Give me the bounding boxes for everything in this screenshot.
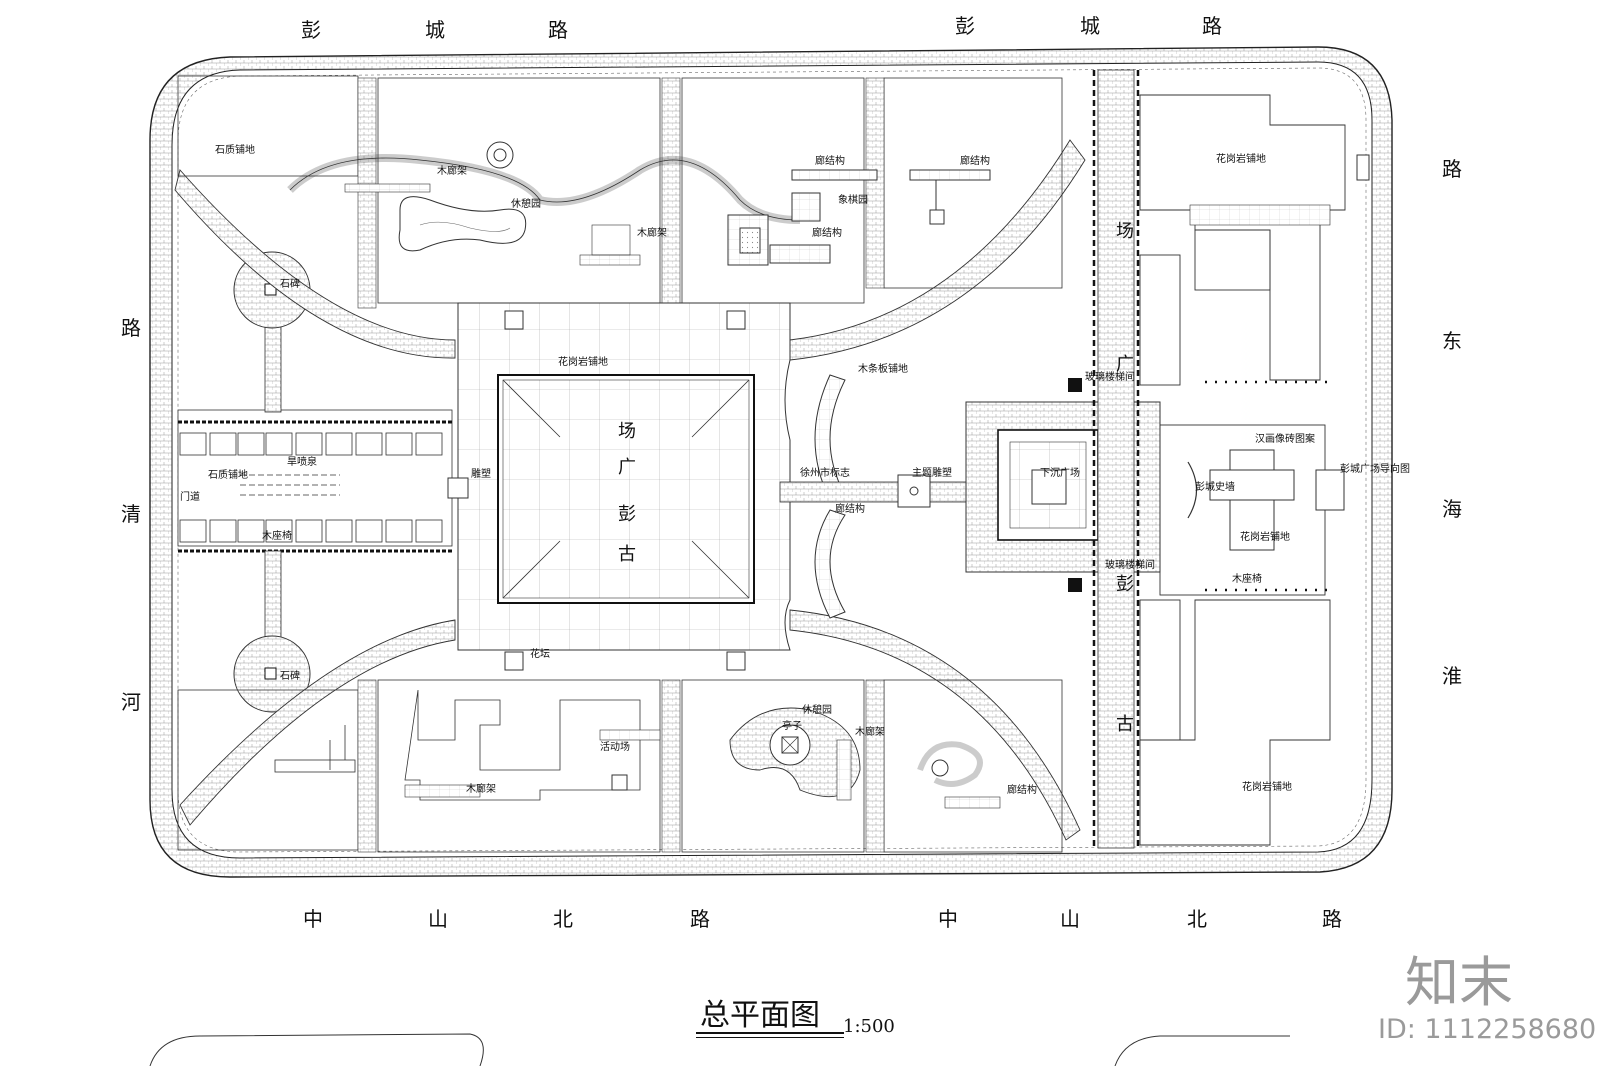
road-south-left-3: 北 xyxy=(553,907,573,931)
label-granite-e1: 花岗岩铺地 xyxy=(1240,530,1290,543)
label-shade-2: 廊结构 xyxy=(960,154,990,167)
label-pavilion: 亭子 xyxy=(782,719,802,732)
drawing-scale: 1:500 xyxy=(843,1016,895,1037)
label-wood-pergola-2: 木廊架 xyxy=(637,226,667,239)
east-char-4: 古 xyxy=(1116,714,1134,735)
label-shade-3: 廊结构 xyxy=(812,226,842,239)
label-granite-ne: 花岗岩铺地 xyxy=(1216,152,1266,165)
title-underline xyxy=(696,1032,844,1034)
road-east-2: 东 xyxy=(1442,329,1462,353)
label-sculpture: 雕塑 xyxy=(471,467,491,480)
road-south-right-4: 路 xyxy=(1322,907,1342,931)
label-shade-5: 廊结构 xyxy=(1007,783,1037,796)
label-stone-tablet-1: 石碑 xyxy=(280,277,300,290)
road-north-left-3: 路 xyxy=(548,18,568,42)
road-south-left-4: 路 xyxy=(690,907,710,931)
label-wood-strip: 木条板铺地 xyxy=(858,362,908,375)
watermark-id: ID: 1112258680 xyxy=(1378,1014,1597,1045)
east-char-2: 广 xyxy=(1116,354,1134,375)
east-char-3: 彭 xyxy=(1116,574,1134,595)
label-glass-stair-1: 玻璃楼梯间 xyxy=(1085,370,1135,383)
road-east-3: 海 xyxy=(1442,497,1462,521)
label-stone-tablet-2: 石碑 xyxy=(280,669,300,682)
label-shade-4: 廊结构 xyxy=(835,502,865,515)
drawing-title: 总平面图 xyxy=(700,998,820,1033)
road-north-right-3: 路 xyxy=(1202,14,1222,38)
label-rest-garden-1: 休憩园 xyxy=(511,197,541,210)
label-sunken-plaza: 下沉广场 xyxy=(1040,466,1080,479)
label-rest-garden-2: 休憩园 xyxy=(802,703,832,716)
label-pengcheng-sign: 彭城广场导向图 xyxy=(1340,462,1410,475)
road-south-left-1: 中 xyxy=(303,907,323,931)
label-wood-pergola-4: 木廊架 xyxy=(466,782,496,795)
label-han-relief: 汉画像砖图案 xyxy=(1255,432,1315,445)
road-north-left-1: 彭 xyxy=(301,18,321,42)
title-underline-thin xyxy=(696,1037,844,1038)
label-dry-fountain: 旱喷泉 xyxy=(287,455,317,468)
label-stone-paving-nw: 石质铺地 xyxy=(215,143,255,156)
label-glass-stair-2: 玻璃楼梯间 xyxy=(1105,558,1155,571)
label-granite-se: 花岗岩铺地 xyxy=(1242,780,1292,793)
label-pengcheng-wall: 彭城史墙 xyxy=(1195,480,1235,493)
label-wood-bench-w: 木座椅 xyxy=(262,529,292,542)
road-west-1: 路 xyxy=(121,316,141,340)
plaza-char-3: 彭 xyxy=(618,504,636,525)
next-drawing-outline xyxy=(149,1033,1290,1066)
east-char-1: 场 xyxy=(1116,221,1134,242)
road-north-left-2: 城 xyxy=(425,18,445,42)
road-south-right-2: 山 xyxy=(1060,907,1080,931)
road-south-right-1: 中 xyxy=(938,907,958,931)
label-granite-center: 花岗岩铺地 xyxy=(558,355,608,368)
label-main-sculpture: 主题雕塑 xyxy=(912,466,952,479)
label-chess-garden: 象棋园 xyxy=(838,193,868,206)
road-west-2: 清 xyxy=(121,502,141,526)
plaza-char-1: 场 xyxy=(618,421,636,442)
plaza-char-2: 广 xyxy=(618,457,636,478)
road-north-right-1: 彭 xyxy=(955,14,975,38)
label-wood-pergola-3: 木廊架 xyxy=(855,725,885,738)
road-east-4: 淮 xyxy=(1442,664,1462,688)
watermark-logo: 知末 xyxy=(1405,951,1513,1014)
plaza-char-4: 古 xyxy=(618,544,636,565)
label-activity-area: 活动场 xyxy=(600,740,630,753)
road-south-left-2: 山 xyxy=(428,907,448,931)
label-shade-1: 廊结构 xyxy=(815,154,845,167)
label-wood-bench-e: 木座椅 xyxy=(1232,572,1262,585)
label-flower-bed: 花坛 xyxy=(530,647,550,660)
road-west-3: 河 xyxy=(121,690,141,714)
label-wood-pergola-1: 木廊架 xyxy=(437,164,467,177)
label-xuzhou-tablet: 徐州市标志 xyxy=(800,466,850,479)
road-north-right-2: 城 xyxy=(1080,14,1100,38)
road-south-right-3: 北 xyxy=(1187,907,1207,931)
road-east-1: 路 xyxy=(1442,157,1462,181)
label-stone-paving-w: 石质铺地 xyxy=(208,468,248,481)
label-gate: 门道 xyxy=(180,490,200,503)
